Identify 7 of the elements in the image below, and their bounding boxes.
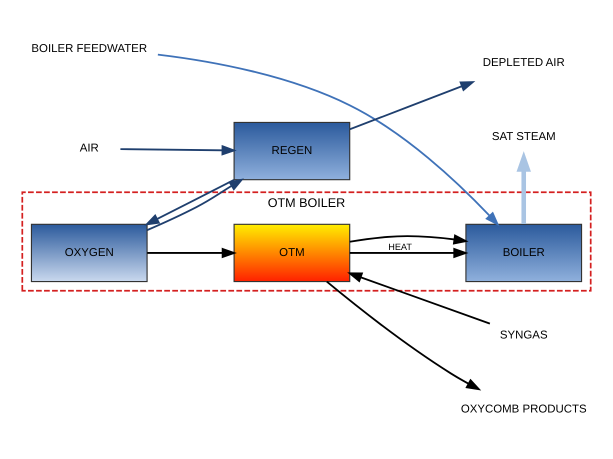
node-text: BOILER FEEDWATER xyxy=(31,43,148,56)
node-text: AIR xyxy=(80,142,99,155)
node-text: SYNGAS xyxy=(500,329,548,342)
edge-label: HEAT xyxy=(388,242,412,252)
node-text: OXYCOMB PRODUCTS xyxy=(460,404,587,416)
node-text: DEPLETED AIR xyxy=(482,56,565,69)
node-text: SAT STEAM xyxy=(492,131,556,144)
